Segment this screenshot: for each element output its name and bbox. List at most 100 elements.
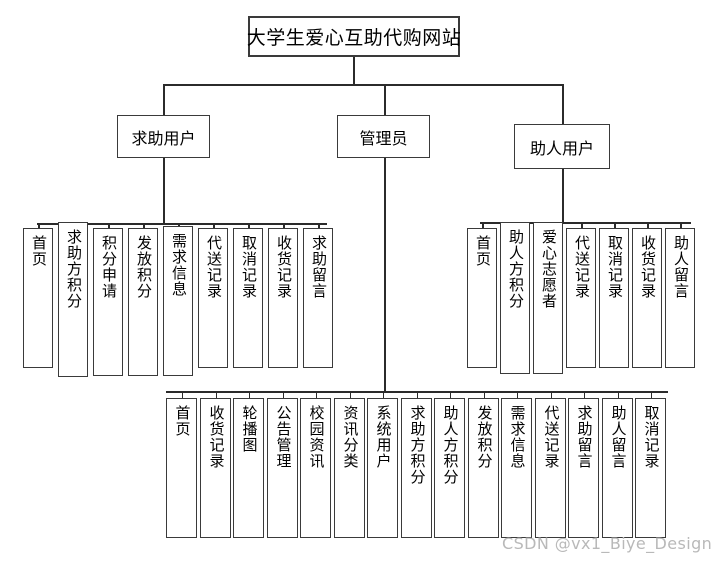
- connector-admin-stub-0: [181, 391, 183, 398]
- node-admin-item-0: 首页: [166, 398, 197, 538]
- connector-helper-stub-3: [581, 222, 583, 228]
- connector-requester-stub-0: [38, 223, 40, 228]
- node-admin-item-12-label: 求助留言: [575, 405, 594, 469]
- node-requester-item-8: 求助留言: [303, 228, 333, 368]
- node-branch-admin: 管理员: [337, 115, 430, 158]
- connector-bus-to-admin: [384, 84, 386, 116]
- node-requester-item-1: 求助方积分: [58, 222, 88, 377]
- connector-admin-stub-4: [315, 391, 317, 398]
- node-helper-item-1: 助人方积分: [500, 222, 530, 374]
- node-branch-admin-label: 管理员: [359, 128, 408, 148]
- node-helper-item-0-label: 首页: [473, 235, 492, 267]
- connector-requester-bus: [37, 223, 327, 225]
- connector-bus-to-helper: [562, 84, 564, 125]
- node-admin-item-0-label: 首页: [173, 405, 192, 437]
- node-admin-item-1: 收货记录: [200, 398, 231, 538]
- node-requester-item-2: 积分申请: [93, 228, 123, 376]
- watermark: CSDN @vx1_Biye_Design: [502, 534, 713, 553]
- node-helper-item-2-label: 爱心志愿者: [539, 229, 558, 309]
- node-admin-item-13-label: 助人留言: [609, 405, 628, 469]
- node-branch-helper-label: 助人用户: [529, 138, 594, 158]
- node-requester-item-3: 发放积分: [128, 228, 158, 376]
- node-requester-item-3-label: 发放积分: [134, 235, 153, 299]
- node-helper-item-5-label: 收货记录: [638, 235, 657, 299]
- node-requester-item-4: 需求信息: [163, 226, 193, 376]
- connector-requester-stub-8: [318, 223, 320, 228]
- node-helper-item-4-label: 取消记录: [605, 235, 624, 299]
- connector-admin-stub-11: [550, 391, 552, 398]
- node-admin-item-9-label: 发放积分: [475, 405, 494, 469]
- connector-helper-stub-5: [647, 222, 649, 228]
- node-admin-item-14-label: 取消记录: [642, 405, 661, 469]
- connector-bus-to-requester: [163, 84, 165, 116]
- node-admin-item-2: 轮播图: [233, 398, 264, 538]
- connector-admin-stub-14: [650, 391, 652, 398]
- connector-requester-stub-3: [143, 223, 145, 228]
- node-requester-item-5: 代送记录: [198, 228, 228, 368]
- connector-requester-stub-2: [108, 223, 110, 228]
- connector-helper-stub-4: [614, 222, 616, 228]
- connector-admin-stub-9: [483, 391, 485, 398]
- connector-admin-stub-7: [416, 391, 418, 398]
- node-admin-item-13: 助人留言: [602, 398, 633, 538]
- node-admin-item-7-label: 求助方积分: [408, 405, 427, 485]
- node-root-label: 大学生爱心互助代购网站: [246, 27, 462, 49]
- node-admin-item-6-label: 系统用户: [374, 405, 393, 469]
- connector-admin-stub-2: [248, 391, 250, 398]
- connector-helper-stub-6: [680, 222, 682, 228]
- node-admin-item-10: 需求信息: [501, 398, 532, 538]
- node-admin-item-4-label: 校园资讯: [307, 405, 326, 469]
- node-helper-item-0: 首页: [467, 228, 497, 368]
- node-admin-item-7: 求助方积分: [401, 398, 432, 538]
- connector-helper-bus: [480, 222, 691, 224]
- node-admin-item-14: 取消记录: [635, 398, 666, 538]
- node-admin-item-3: 公告管理: [267, 398, 298, 538]
- node-requester-item-7: 收货记录: [268, 228, 298, 368]
- node-requester-item-1-label: 求助方积分: [64, 229, 83, 309]
- node-helper-item-4: 取消记录: [599, 228, 629, 368]
- node-branch-requester: 求助用户: [117, 115, 210, 158]
- connector-requester-stub-6: [248, 223, 250, 228]
- node-helper-item-5: 收货记录: [632, 228, 662, 368]
- node-admin-item-8: 助人方积分: [434, 398, 465, 538]
- node-helper-item-3: 代送记录: [566, 228, 596, 368]
- connector-admin-stub-1: [215, 391, 217, 398]
- node-admin-item-3-label: 公告管理: [274, 405, 293, 469]
- node-admin-item-10-label: 需求信息: [508, 405, 527, 469]
- node-requester-item-6: 取消记录: [233, 228, 263, 368]
- node-admin-item-9: 发放积分: [468, 398, 499, 538]
- node-admin-item-5-label: 资讯分类: [341, 405, 360, 469]
- connector-admin-stub-6: [382, 391, 384, 398]
- connector-level2-bus: [163, 84, 564, 86]
- node-admin-item-11: 代送记录: [535, 398, 566, 538]
- connector-requester-stub-4: [178, 223, 180, 226]
- node-branch-requester-label: 求助用户: [131, 128, 196, 148]
- connector-admin-stub-5: [349, 391, 351, 398]
- node-requester-item-7-label: 收货记录: [274, 235, 293, 299]
- node-admin-item-11-label: 代送记录: [542, 405, 561, 469]
- node-helper-item-2: 爱心志愿者: [533, 222, 563, 374]
- node-admin-item-1-label: 收货记录: [207, 405, 226, 469]
- connector-admin-stem: [384, 158, 386, 392]
- connector-admin-stub-13: [617, 391, 619, 398]
- connector-requester-stem: [163, 158, 165, 224]
- node-requester-item-0: 首页: [23, 228, 53, 368]
- connector-admin-stub-10: [516, 391, 518, 398]
- node-branch-helper: 助人用户: [514, 124, 610, 169]
- node-helper-item-6: 助人留言: [665, 228, 695, 368]
- connector-requester-stub-5: [213, 223, 215, 228]
- node-admin-item-2-label: 轮播图: [240, 405, 259, 453]
- node-requester-item-2-label: 积分申请: [99, 235, 118, 299]
- node-requester-item-8-label: 求助留言: [309, 235, 328, 299]
- node-requester-item-0-label: 首页: [29, 235, 48, 267]
- node-requester-item-5-label: 代送记录: [204, 235, 223, 299]
- node-helper-item-1-label: 助人方积分: [506, 229, 525, 309]
- connector-helper-stub-0: [482, 222, 484, 228]
- node-helper-item-3-label: 代送记录: [572, 235, 591, 299]
- node-admin-item-12: 求助留言: [568, 398, 599, 538]
- connector-admin-stub-8: [449, 391, 451, 398]
- connector-admin-stub-12: [583, 391, 585, 398]
- connector-admin-stub-3: [282, 391, 284, 398]
- node-admin-item-8-label: 助人方积分: [441, 405, 460, 485]
